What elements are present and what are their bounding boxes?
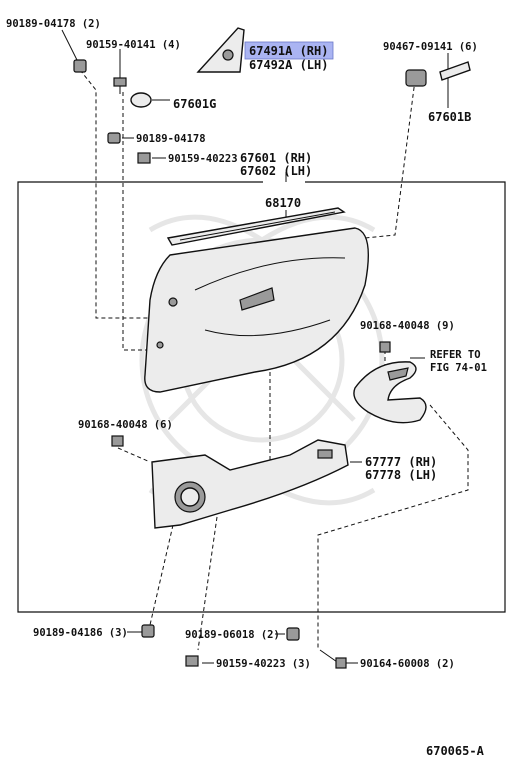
- assembly-frame: [17, 181, 506, 613]
- label-90168-40048-9: 90168-40048 (9): [360, 320, 455, 332]
- label-90159-40141: 90159-40141 (4): [86, 39, 181, 51]
- label-67778[interactable]: 67778 (LH): [365, 468, 437, 482]
- door-trim-panel: [144, 227, 370, 393]
- screw-90168-40048-6: [111, 435, 124, 447]
- screw-90159-40223-bottom: [185, 655, 199, 667]
- diagram-code: 670065-A: [426, 744, 485, 758]
- screw-90168-40048-9: [379, 341, 391, 353]
- screw-90164-60008: [319, 649, 347, 669]
- label-67491A[interactable]: 67491A (RH): [249, 44, 328, 58]
- label-67601B[interactable]: 67601B: [428, 110, 471, 124]
- label-67777[interactable]: 67777 (RH): [365, 455, 437, 469]
- clip-90189-06018: [286, 627, 300, 641]
- label-67492A[interactable]: 67492A (LH): [249, 58, 328, 72]
- label-67601G[interactable]: 67601G: [173, 97, 216, 111]
- label-68170[interactable]: 68170: [265, 196, 301, 210]
- clip-90189-04178: [107, 132, 121, 144]
- clip-90189-04178-top: [73, 59, 87, 73]
- label-67601[interactable]: 67601 (RH): [240, 151, 312, 165]
- clip-90189-04186: [141, 624, 155, 638]
- label-90189-04178-2: 90189-04178 (2): [6, 18, 101, 30]
- bracket-90467-09141: [405, 61, 471, 87]
- label-refer-to: REFER TO: [430, 349, 481, 361]
- weatherstrip-68170: [166, 207, 346, 246]
- lower-panel-67777: [151, 439, 349, 529]
- label-90189-04186: 90189-04186 (3): [33, 627, 128, 639]
- label-90164-60008: 90164-60008 (2): [360, 658, 455, 670]
- screw-90159-40141: [113, 77, 127, 94]
- armrest-part: [353, 361, 427, 424]
- label-90168-40048-6: 90168-40048 (6): [78, 419, 173, 431]
- label-fig-74-01[interactable]: FIG 74-01: [430, 362, 487, 374]
- grommet-67601G: [130, 92, 152, 108]
- label-90159-40223-3: 90159-40223 (3): [216, 658, 311, 670]
- screw-90159-40223-top: [137, 152, 151, 164]
- label-90467-09141: 90467-09141 (6): [383, 41, 478, 53]
- label-90189-06018: 90189-06018 (2): [185, 629, 280, 641]
- mirror-cover-part: [196, 27, 245, 73]
- label-90159-40223: 90159-40223: [168, 153, 238, 165]
- part-number-highlight: [244, 41, 334, 60]
- label-67602[interactable]: 67602 (LH): [240, 164, 312, 178]
- label-90189-04178: 90189-04178: [136, 133, 206, 145]
